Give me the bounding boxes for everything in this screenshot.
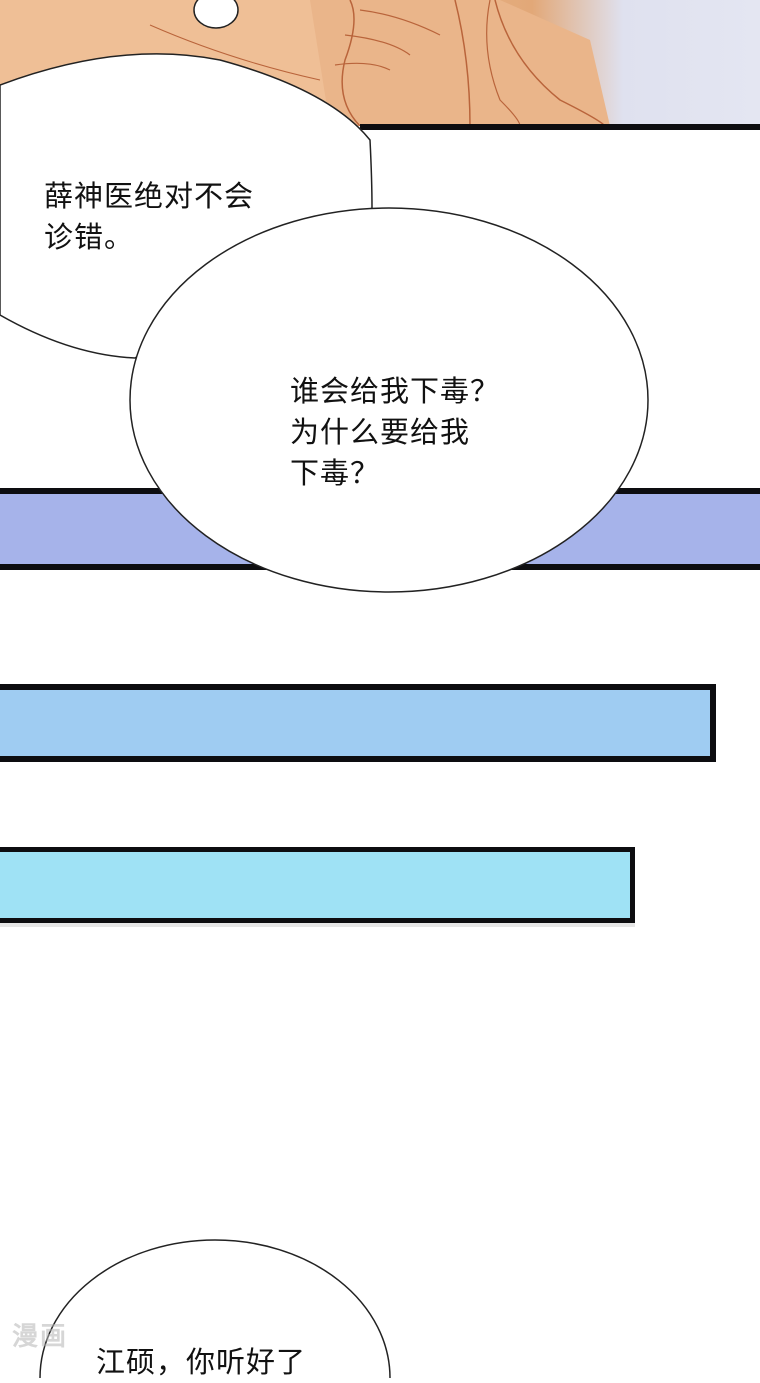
speech-bubble-3-shape — [39, 1239, 391, 1378]
watermark-logo: 漫画 — [12, 1322, 69, 1352]
speech-bubble-1-text: 薛神医绝对不会 诊错。 — [44, 179, 255, 254]
speech-bubble-2-text: 谁会给我下毒？ 为什么要给我 下毒？ — [290, 374, 501, 490]
speech-bubble-3-text: 江硕，你听好了 — [96, 1345, 307, 1379]
panel-border — [360, 124, 760, 130]
speech-bubble-2-shape — [129, 207, 649, 593]
speech-bubble-1-shape — [0, 53, 373, 359]
color-band-cyan — [0, 847, 635, 923]
color-band-sky — [0, 684, 716, 762]
